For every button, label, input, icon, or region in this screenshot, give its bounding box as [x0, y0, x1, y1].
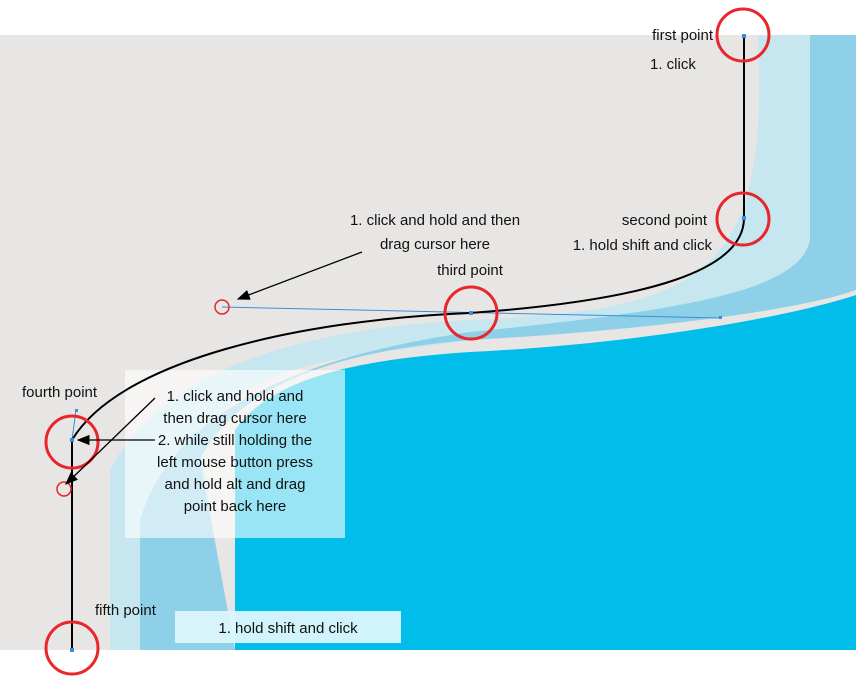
third-point-label: third point: [437, 262, 503, 279]
second-point-step: 1. hold shift and click: [572, 237, 712, 254]
second-point-circle: [715, 191, 771, 247]
fourth-step-line: and hold alt and drag: [164, 476, 306, 493]
handle-end-right: [719, 316, 722, 319]
handle-end-top: [75, 409, 78, 412]
pen-path: [71, 36, 745, 650]
fourth-drag-target-circle: [56, 481, 72, 497]
fourth-step-line: left mouse button press: [157, 454, 313, 471]
fifth-point-circle: [44, 620, 100, 676]
fourth-step-line: 2. while still holding the: [157, 432, 313, 449]
anchor-third: [469, 311, 473, 315]
fourth-step-line: then drag cursor here: [163, 410, 307, 427]
first-point-step: 1. click: [650, 56, 696, 73]
mid-blue-band: [140, 35, 856, 650]
third-point-step-line1: 1. click and hold and then: [349, 212, 521, 229]
fifth-point-note-box: [175, 611, 401, 643]
fifth-point-label: fifth point: [95, 602, 156, 619]
first-point-circle: [715, 7, 771, 63]
third-point-circle: [443, 285, 499, 341]
anchor-fifth: [70, 648, 74, 652]
fourth-point-circle: [44, 414, 100, 470]
fourth-point-arrow-2: [65, 397, 156, 485]
fourth-point-steps: 1. click and hold and then drag cursor h…: [125, 386, 345, 518]
third-point-step-line2: drag cursor here: [379, 236, 491, 253]
fifth-point-step: 1. hold shift and click: [218, 620, 358, 637]
anchor-fourth: [70, 438, 74, 442]
fourth-step-line: 1. click and hold and: [166, 388, 304, 405]
third-point-arrow: [236, 251, 363, 300]
second-point-label: second point: [621, 212, 707, 229]
first-point-label: first point: [652, 27, 713, 44]
fourth-point-label: fourth point: [22, 384, 98, 401]
fourth-point-note-box: [125, 370, 345, 538]
fourth-step-line: point back here: [183, 498, 287, 515]
third-drag-target-circle: [214, 299, 230, 315]
bright-blue-shape: [235, 295, 856, 650]
anchor-first: [742, 34, 746, 38]
anchor-second: [742, 216, 746, 220]
